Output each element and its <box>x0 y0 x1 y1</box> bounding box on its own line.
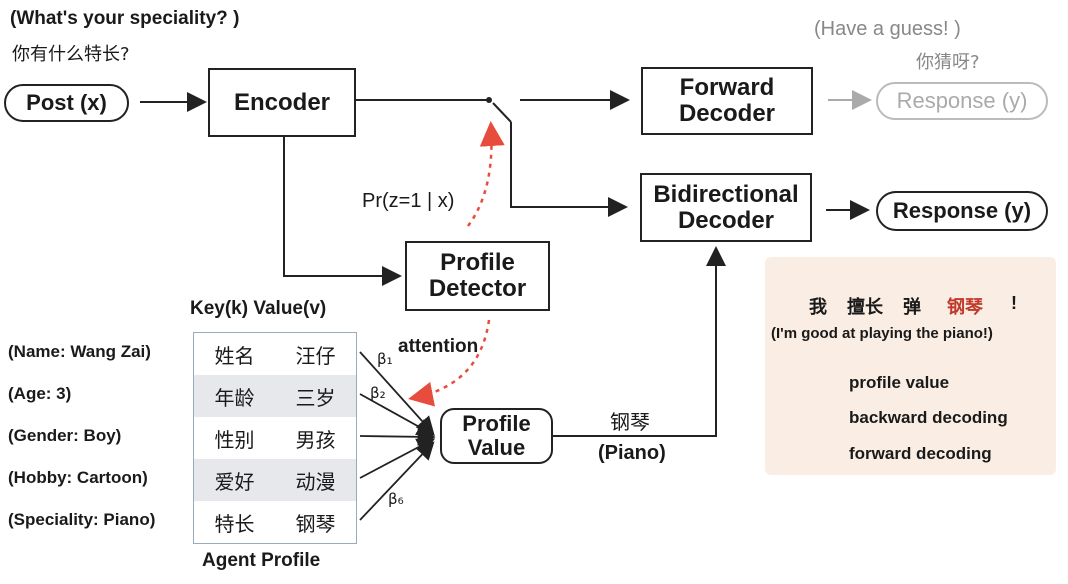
profile-detector-node: Profile Detector <box>405 241 550 311</box>
table-key: 姓名 <box>214 343 255 368</box>
attr-label-speciality: (Speciality: Piano) <box>8 510 156 529</box>
response-node: Response (y) <box>876 191 1048 231</box>
encoder-node: Encoder <box>208 68 356 137</box>
profile-value-line1: Profile <box>462 411 531 436</box>
question-zh: 你有什么特长? <box>12 44 130 65</box>
legend-panel: 我 擅长 弹 钢琴 ! (I'm good at playing the pia… <box>765 257 1056 475</box>
beta2-label: β₂ <box>370 384 386 402</box>
table-value: 男孩 <box>295 427 336 452</box>
forward-decoder-line1: Forward <box>679 74 775 101</box>
table-key: 爱好 <box>214 469 255 494</box>
guess-en: (Have a guess! ) <box>814 18 961 40</box>
legend-word-highlight: 钢琴 <box>947 297 983 318</box>
piano-en-label: (Piano) <box>598 442 666 464</box>
legend-profile-value: profile value <box>849 373 950 392</box>
legend-backward: backward decoding <box>849 408 1008 427</box>
attr-label-name: (Name: Wang Zai) <box>8 342 151 361</box>
forward-decoder-node: Forward Decoder <box>641 67 813 135</box>
arrow-value-bidirectional <box>553 246 726 437</box>
profile-detector-line2: Detector <box>428 275 527 302</box>
table-row: 性别 男孩 <box>194 417 356 459</box>
bidirectional-decoder-node: Bidirectional Decoder <box>640 173 812 242</box>
key-value-header: Key(k) Value(v) <box>190 298 327 319</box>
response-grey-node: Response (y) <box>876 82 1048 120</box>
legend-word: 我 <box>809 297 827 318</box>
table-row: 特长 钢琴 <box>194 501 356 543</box>
forward-decoder-line2: Decoder <box>678 100 776 127</box>
beta1-label: β₁ <box>377 350 393 368</box>
piano-zh-label: 钢琴 <box>610 410 650 434</box>
bidirectional-line1: Bidirectional <box>653 180 799 208</box>
prob-label: Pr(z=1 | x) <box>362 190 455 212</box>
legend-sentence-en: (I'm good at playing the piano!) <box>771 325 993 342</box>
legend-word: ! <box>1011 293 1017 313</box>
table-row: 爱好 动漫 <box>194 459 356 501</box>
legend-word: 擅长 <box>847 297 883 318</box>
question-en: (What's your speciality? ) <box>10 8 240 29</box>
beta6-label: β₆ <box>388 490 404 508</box>
table-row: 姓名 汪仔 <box>194 333 356 375</box>
arrow-encoder-detector <box>283 137 402 286</box>
guess-zh: 你猜呀? <box>916 52 980 73</box>
attention-label: attention <box>398 336 479 357</box>
bidirectional-line2: Decoder <box>677 206 775 234</box>
table-value: 钢琴 <box>295 511 336 536</box>
attr-label-hobby: (Hobby: Cartoon) <box>8 468 148 487</box>
legend-word: 弹 <box>903 297 921 318</box>
attr-label-age: (Age: 3) <box>8 384 72 403</box>
profile-table: 姓名 汪仔 年龄 三岁 性别 男孩 爱好 动漫 特长 钢琴 <box>193 332 357 544</box>
agent-profile-label: Agent Profile <box>202 550 321 571</box>
arrow-bidirectional-decoder <box>510 122 628 217</box>
table-value: 三岁 <box>295 385 336 410</box>
table-value: 动漫 <box>295 469 336 494</box>
table-value: 汪仔 <box>295 343 336 368</box>
post-node: Post (x) <box>4 84 129 122</box>
profile-value-node: Profile Value <box>440 408 553 464</box>
profile-value-line2: Value <box>467 435 526 460</box>
attr-label-gender: (Gender: Boy) <box>8 426 122 445</box>
table-key: 特长 <box>214 511 255 536</box>
profile-detector-line1: Profile <box>440 249 515 276</box>
legend-forward: forward decoding <box>849 444 992 463</box>
table-row: 年龄 三岁 <box>194 375 356 417</box>
table-key: 性别 <box>214 427 255 452</box>
table-key: 年龄 <box>214 385 255 410</box>
